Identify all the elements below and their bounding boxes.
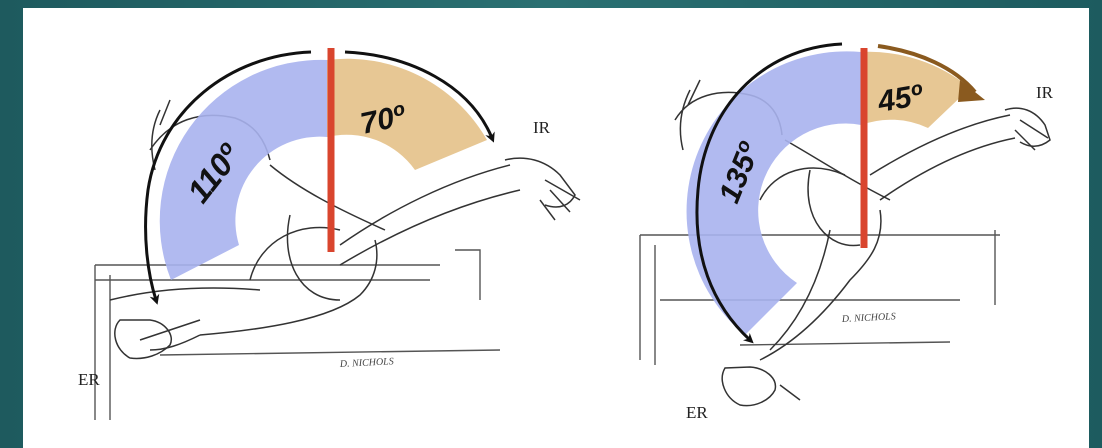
left-internal-rotation-band bbox=[327, 59, 487, 170]
right-er-label: ER bbox=[686, 403, 708, 422]
left-ir-label: IR bbox=[533, 118, 551, 137]
left-figure: 110º 70º ER IR D. NICHOLS bbox=[78, 48, 580, 420]
right-internal-rotation-arrowhead bbox=[958, 80, 985, 102]
left-external-rotation-band bbox=[160, 60, 327, 280]
left-er-label: ER bbox=[78, 370, 100, 389]
left-artist-signature: D. NICHOLS bbox=[339, 356, 394, 370]
right-figure: 135º 45º ER IR D. NICHOLS bbox=[640, 44, 1054, 422]
right-artist-signature: D. NICHOLS bbox=[841, 311, 896, 325]
right-ir-label: IR bbox=[1036, 83, 1054, 102]
